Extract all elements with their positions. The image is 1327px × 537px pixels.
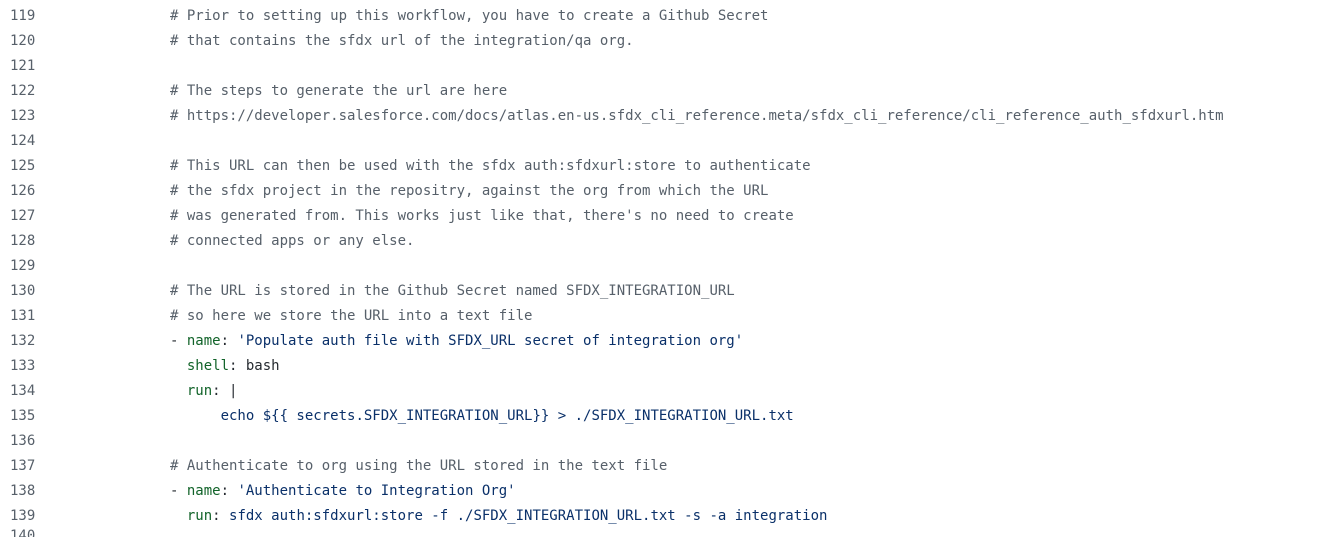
line-number[interactable]: 139 [10,508,36,524]
line-number[interactable]: 135 [10,408,36,424]
shell-command: sfdx auth:sfdxurl:store -f ./SFDX_INTEGR… [229,508,828,524]
line-number[interactable]: 126 [10,183,36,199]
yaml-colon: : [212,383,230,399]
code-comment: # that contains the sfdx url of the inte… [170,33,634,49]
list-dash: - [170,483,187,499]
line-content: run: sfdx auth:sfdxurl:store -f ./SFDX_I… [46,504,1327,529]
line-content [46,429,1327,454]
line-content: echo ${{ secrets.SFDX_INTEGRATION_URL}} … [46,404,1327,429]
code-line: 121 [0,54,1327,79]
code-line: 137 # Authenticate to org using the URL … [0,454,1327,479]
yaml-value: bash [245,358,280,374]
line-number[interactable]: 125 [10,158,36,174]
line-number[interactable]: 120 [10,33,36,49]
code-line: 132 - name: 'Populate auth file with SFD… [0,329,1327,354]
yaml-colon: : [212,508,230,524]
code-comment: # https://developer.salesforce.com/docs/… [170,108,1224,124]
code-line: 122 # The steps to generate the url are … [0,79,1327,104]
yaml-string: 'Populate auth file with SFDX_URL secret… [237,333,744,349]
code-line: 129 [0,254,1327,279]
line-number[interactable]: 128 [10,233,36,249]
line-number[interactable]: 130 [10,283,36,299]
yaml-key: shell [186,358,230,374]
line-content: # The URL is stored in the Github Secret… [46,279,1327,304]
line-content: # This URL can then be used with the sfd… [46,154,1327,179]
line-number[interactable]: 138 [10,483,36,499]
line-content: # https://developer.salesforce.com/docs/… [46,104,1327,129]
yaml-key: name [186,333,221,349]
code-comment: # so here we store the URL into a text f… [170,308,533,324]
line-content [46,254,1327,279]
code-line: 131 # so here we store the URL into a te… [0,304,1327,329]
code-line: 130 # The URL is stored in the Github Se… [0,279,1327,304]
yaml-key: run [186,508,213,524]
yaml-string: 'Authenticate to Integration Org' [237,483,516,499]
line-number[interactable]: 129 [10,258,36,274]
line-content: shell: bash [46,354,1327,379]
code-comment: # was generated from. This works just li… [170,208,794,224]
code-line: 119 # Prior to setting up this workflow,… [0,4,1327,29]
line-number[interactable]: 119 [10,8,36,24]
code-table: 119 # Prior to setting up this workflow,… [0,4,1327,529]
code-line: 133 shell: bash [0,354,1327,379]
yaml-colon: : [220,483,238,499]
code-comment: # The steps to generate the url are here [170,83,508,99]
code-line: 139 run: sfdx auth:sfdxurl:store -f ./SF… [0,504,1327,529]
line-content: # Authenticate to org using the URL stor… [46,454,1327,479]
code-line: 134 run: | [0,379,1327,404]
line-number[interactable]: 122 [10,83,36,99]
line-content [46,54,1327,79]
code-line: 124 [0,129,1327,154]
line-content: # so here we store the URL into a text f… [46,304,1327,329]
shell-command: echo ${{ secrets.SFDX_INTEGRATION_URL}} … [220,408,794,424]
line-number[interactable]: 133 [10,358,36,374]
code-line: 123 # https://developer.salesforce.com/d… [0,104,1327,129]
list-dash: - [170,333,187,349]
line-number[interactable]: 123 [10,108,36,124]
code-comment: # Prior to setting up this workflow, you… [170,8,769,24]
code-comment: # This URL can then be used with the sfd… [170,158,811,174]
line-content: # Prior to setting up this workflow, you… [46,4,1327,29]
line-number[interactable]: 136 [10,433,36,449]
code-comment: # Authenticate to org using the URL stor… [170,458,668,474]
yaml-key: run [186,383,213,399]
line-number[interactable]: 127 [10,208,36,224]
line-number[interactable]: 131 [10,308,36,324]
line-number[interactable]: 134 [10,383,36,399]
line-content: # was generated from. This works just li… [46,204,1327,229]
line-number[interactable]: 124 [10,133,36,149]
line-content [46,129,1327,154]
code-comment: # the sfdx project in the repositry, aga… [170,183,769,199]
yaml-key: name [186,483,221,499]
line-content: - name: 'Populate auth file with SFDX_UR… [46,329,1327,354]
code-comment: # The URL is stored in the Github Secret… [170,283,735,299]
line-content: - name: 'Authenticate to Integration Org… [46,479,1327,504]
yaml-colon: : [220,333,238,349]
yaml-colon: : [229,358,246,374]
code-line: 120 # that contains the sfdx url of the … [0,29,1327,54]
line-content: # connected apps or any else. [46,229,1327,254]
yaml-block-indicator: | [229,383,238,399]
line-number[interactable]: 137 [10,458,36,474]
line-content: # that contains the sfdx url of the inte… [46,29,1327,54]
code-line: 138 - name: 'Authenticate to Integration… [0,479,1327,504]
line-content: run: | [46,379,1327,404]
code-line: 135 echo ${{ secrets.SFDX_INTEGRATION_UR… [0,404,1327,429]
line-content: # The steps to generate the url are here [46,79,1327,104]
line-number-partial: 140 [10,529,36,537]
code-line: 126 # the sfdx project in the repositry,… [0,179,1327,204]
code-line: 128 # connected apps or any else. [0,229,1327,254]
line-number[interactable]: 121 [10,58,36,74]
code-line: 136 [0,429,1327,454]
code-comment: # connected apps or any else. [170,233,415,249]
line-number[interactable]: 132 [10,333,36,349]
line-content: # the sfdx project in the repositry, aga… [46,179,1327,204]
code-line: 127 # was generated from. This works jus… [0,204,1327,229]
code-line: 125 # This URL can then be used with the… [0,154,1327,179]
